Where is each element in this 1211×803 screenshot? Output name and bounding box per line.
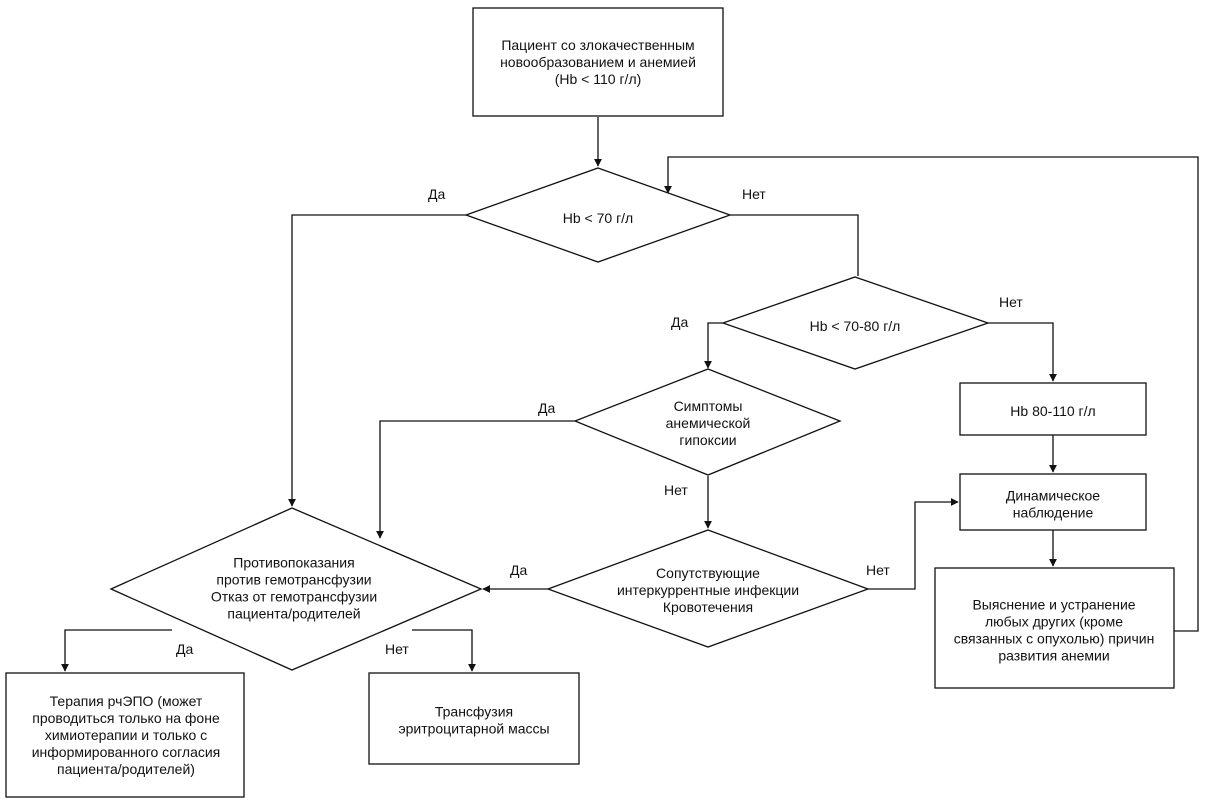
edge-hb70-no-to-hb7080 xyxy=(730,214,859,276)
edge-clarify-loop-to-hb70 xyxy=(664,156,1199,632)
edge-hb7080-no-to-hb80110 xyxy=(988,322,1057,382)
node-text-line: против гемотрансфузии xyxy=(216,572,371,588)
node-text-line: новообразованием и анемией xyxy=(500,54,696,70)
node-text-line: Пациент со злокачественным xyxy=(501,37,694,53)
node-hb80110-text: Hb 80-110 г/л xyxy=(1010,403,1095,419)
node-text-line: анемической xyxy=(666,415,751,431)
node-text-line: Hb 80-110 г/л xyxy=(1010,403,1095,419)
node-text-line: пациента/родителей) xyxy=(57,761,195,777)
edge-infections-no-to-observation xyxy=(868,498,959,590)
edge-labels: Да Нет Да Нет Да Нет Да Нет Да Нет xyxy=(176,186,1023,657)
label-symptoms-yes: Да xyxy=(538,400,555,416)
label-contra-no: Нет xyxy=(385,641,409,657)
node-hb80110-box: Hb 80-110 г/л xyxy=(959,382,1147,436)
decision-hb70: Hb < 70 г/л xyxy=(464,167,732,263)
node-text-line: Отказ от гемотрансфузии xyxy=(211,589,377,605)
edge-contra-yes-to-epo xyxy=(61,629,172,672)
edge-hb7080-yes-to-symptoms xyxy=(704,322,723,369)
node-text-line: интеркуррентные инфекции xyxy=(617,582,799,598)
edge-symptoms-yes-to-contra xyxy=(376,420,575,539)
node-text-line: эритроцитарной массы xyxy=(398,721,549,737)
node-text-line: Кровотечения xyxy=(663,599,753,615)
node-text-line: наблюдение xyxy=(1013,505,1094,521)
edge-contra-no-to-transfusion xyxy=(412,629,476,672)
node-text-line: Динамическое xyxy=(1006,488,1100,504)
label-infections-no: Нет xyxy=(866,562,890,578)
node-text-line: (Hb < 110 г/л) xyxy=(555,71,642,87)
decision-hb7080-text: Hb < 70-80 г/л xyxy=(810,318,901,334)
node-text-line: Терапия рчЭПО (может xyxy=(50,693,203,709)
node-text-line: проводиться только на фоне xyxy=(32,710,220,726)
label-contra-yes: Да xyxy=(176,641,193,657)
node-text-line: Противопоказания xyxy=(233,555,354,571)
decision-hb7080: Hb < 70-80 г/л xyxy=(721,276,990,370)
node-text-line: пациента/родителей xyxy=(227,606,360,622)
node-text-line: Hb < 70 г/л xyxy=(563,210,633,226)
node-text-line: Сопутствующие xyxy=(656,565,760,581)
node-text-line: Выяснение и устранение xyxy=(972,597,1135,613)
node-text-line: Hb < 70-80 г/л xyxy=(810,318,901,334)
label-hb7080-no: Нет xyxy=(999,294,1023,310)
node-text-line: развития анемии xyxy=(998,648,1109,664)
label-infections-yes: Да xyxy=(510,562,527,578)
node-text-line: информированного согласия xyxy=(32,744,221,760)
label-hb70-no: Нет xyxy=(742,186,766,202)
label-hb7080-yes: Да xyxy=(671,314,688,330)
edge-hb70-yes-to-contra xyxy=(288,214,466,507)
node-text-line: связанных с опухолью) причин xyxy=(954,631,1155,647)
node-text-line: химиотерапии и только с xyxy=(45,727,207,743)
label-hb70-yes: Да xyxy=(428,186,445,202)
node-text-line: Симптомы xyxy=(674,398,743,414)
node-text-line: Трансфузия xyxy=(435,704,513,720)
node-text-line: гипоксии xyxy=(679,432,736,448)
label-symptoms-no: Нет xyxy=(664,482,688,498)
decision-hb70-text: Hb < 70 г/л xyxy=(563,210,633,226)
node-text-line: любых других (кроме xyxy=(985,614,1123,630)
edges xyxy=(61,117,1199,672)
